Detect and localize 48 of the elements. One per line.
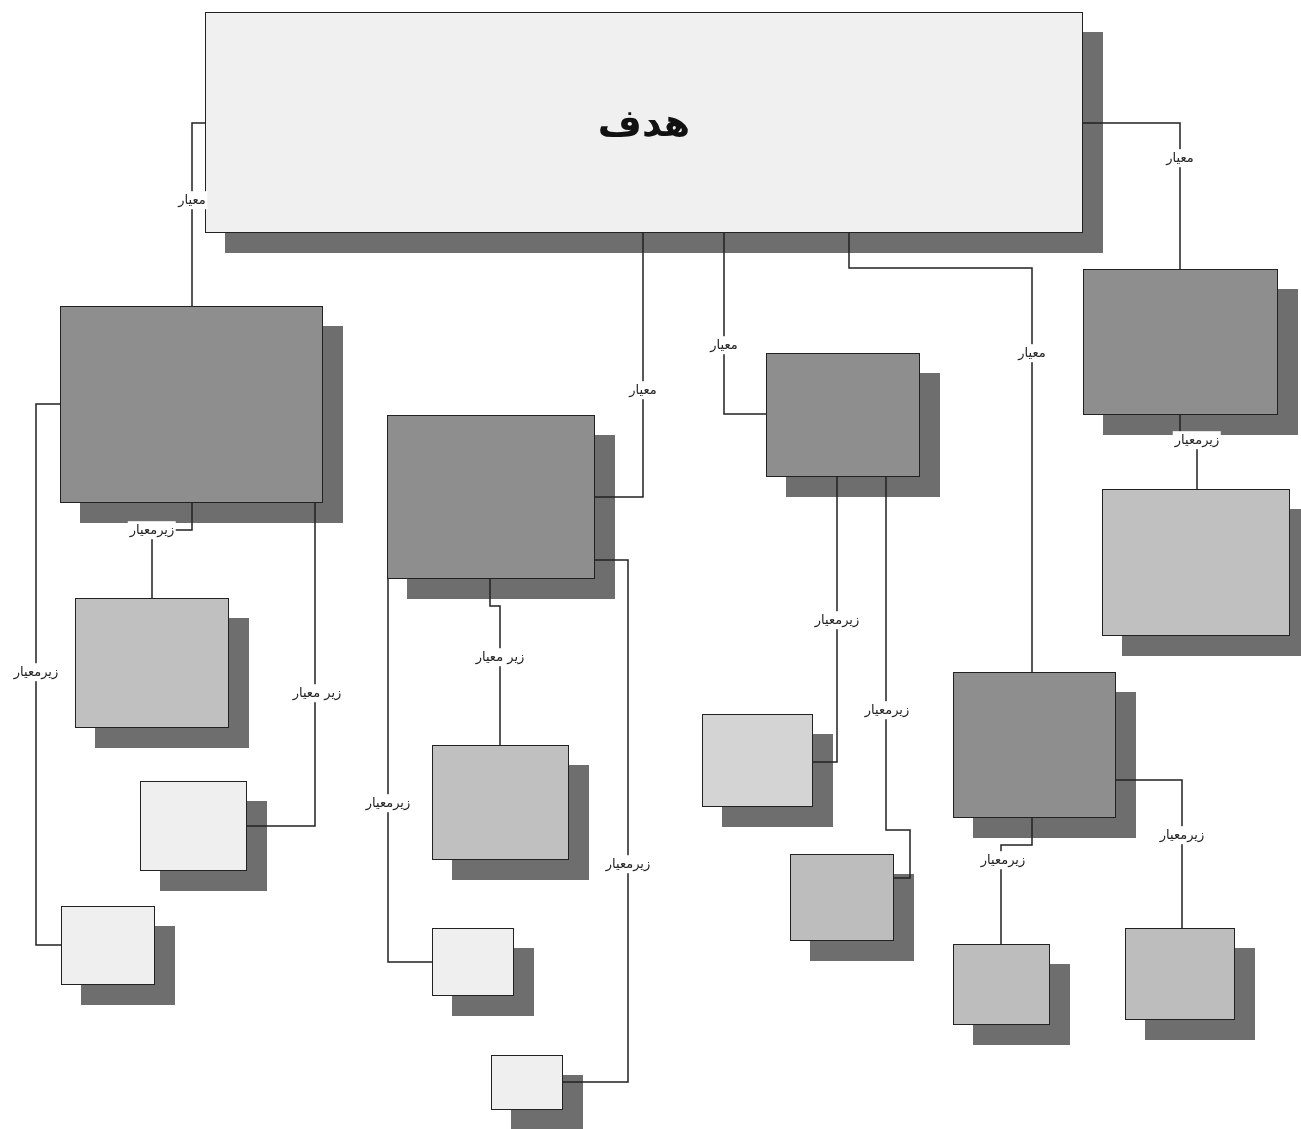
connector-line	[489, 578, 501, 746]
edge-label: زیرمعیار	[1172, 431, 1222, 449]
criterion-box	[1102, 489, 1290, 636]
connector-line	[594, 232, 644, 498]
connector-line	[1000, 817, 1033, 945]
criterion-box	[702, 714, 813, 807]
edge-label: زیرمعیار	[862, 701, 912, 719]
criterion-box	[953, 944, 1050, 1025]
goal-title: هدف	[597, 100, 691, 145]
edge-label: زیرمعیار	[603, 855, 653, 873]
edge-label: معیار	[1164, 149, 1196, 167]
criterion-box	[953, 672, 1116, 818]
criterion-box	[61, 906, 155, 985]
criterion-box	[1083, 269, 1278, 415]
criterion-box	[1125, 928, 1235, 1020]
connector-line	[246, 502, 316, 827]
edge-label: معیار	[627, 381, 659, 399]
edge-label: معیار	[176, 191, 208, 209]
connector-line	[191, 122, 206, 307]
connector-line	[812, 476, 838, 763]
edge-label: زیر معیار	[473, 648, 527, 666]
edge-label: زیرمعیار	[978, 851, 1028, 869]
criterion-box	[60, 306, 323, 503]
criterion-box	[432, 928, 514, 996]
criterion-box	[432, 745, 569, 860]
connector-line	[562, 559, 629, 1083]
connector-line	[848, 232, 1033, 673]
criterion-box	[766, 353, 920, 477]
edge-label: زیرمعیار	[1157, 826, 1207, 844]
edge-label: زیرمعیار	[127, 521, 177, 539]
edge-label: زیر معیار	[290, 684, 344, 702]
connector-line	[885, 476, 911, 879]
criterion-box	[790, 854, 894, 941]
connector-line	[1115, 779, 1183, 929]
connector-line	[1082, 122, 1181, 270]
edge-label: معیار	[1016, 344, 1048, 362]
edge-label: زیرمعیار	[812, 611, 862, 629]
connector-line	[723, 232, 767, 415]
edge-label: معیار	[708, 336, 740, 354]
criterion-box	[491, 1055, 563, 1110]
criterion-box	[387, 415, 595, 579]
criterion-box	[140, 781, 247, 871]
criterion-box	[75, 598, 229, 728]
edge-label: زیرمعیار	[363, 794, 413, 812]
connector-line	[387, 578, 433, 963]
edge-label: زیرمعیار	[11, 663, 61, 681]
goal-box	[205, 12, 1083, 233]
connector-line	[35, 403, 62, 946]
